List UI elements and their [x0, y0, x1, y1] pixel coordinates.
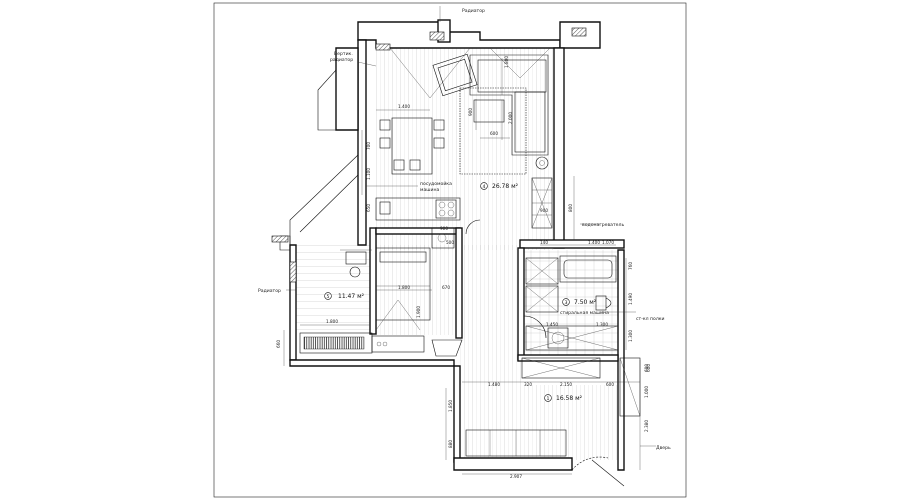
bathroom [523, 255, 619, 351]
label-door: Дверь [656, 445, 671, 451]
label-storage: ст-кл полки [636, 317, 665, 322]
dim-760: 760 [628, 262, 633, 270]
balcony-outline [279, 69, 359, 251]
dim-1450: 1.450 [546, 322, 558, 327]
dim-1490: 1.490 [628, 293, 633, 305]
dim-2150: 2.150 [560, 382, 572, 387]
dimension-lines [283, 6, 656, 475]
label-washing-machine: стиральная машина [560, 311, 609, 316]
dim-320: 320 [524, 382, 532, 387]
dim-140: 140 [540, 240, 548, 245]
dim-880: 880 [448, 440, 453, 448]
room-5-number: 5 [327, 294, 330, 300]
dim-2907: 2.907 [510, 474, 522, 479]
dim-1070: 1.070 [602, 240, 614, 245]
dim-1400-door: 1.400 [588, 240, 600, 245]
dim-table-depth: 900 [468, 108, 473, 116]
room-1-number: 1 [547, 396, 550, 402]
label-water-heater: водонагреватель [582, 223, 624, 228]
dim-900-c: 900 [540, 208, 548, 213]
room-4-number: 4 [483, 184, 486, 190]
dim-600-vertical: 600 [646, 364, 651, 372]
dim-sofa-length: 1.800 [504, 56, 509, 68]
drawing-frame [213, 2, 687, 498]
dim-dining-1100: 1.100 [366, 168, 371, 180]
dim-1300-right: 1.300 [628, 330, 633, 342]
room-1-area: 16.58 м² [556, 395, 583, 402]
label-vertical-radiator-2: радиатор [330, 58, 353, 63]
dim-dining-width: 1.400 [398, 104, 410, 109]
dim-600-bottom: 600 [606, 382, 614, 387]
dim-bed-width: 1.800 [398, 285, 410, 290]
dim-1850: 1.850 [448, 400, 453, 412]
label-dishwasher-1: посудомойка [420, 180, 452, 187]
dim-counter-650: 650 [366, 204, 371, 212]
dim-2380: 2.380 [644, 420, 649, 432]
room-markers [324, 182, 570, 402]
dim-1480: 1.480 [488, 382, 500, 387]
living-room [375, 27, 587, 235]
bedroom [271, 227, 463, 357]
room-4-area: 26.78 м² [492, 183, 519, 190]
room-3-number: 3 [565, 300, 568, 306]
dim-dining-700: 700 [366, 142, 371, 150]
dim-wardrobe-length: 1.800 [326, 319, 338, 324]
label-radiator-left: Радиатор [258, 288, 281, 294]
room-5-area: 11.47 м² [338, 293, 365, 300]
dim-1000: 1.000 [644, 386, 649, 398]
dim-660: 660 [276, 340, 281, 348]
dim-1300: 1.300 [596, 322, 608, 327]
dim-bed-length: 1.900 [416, 306, 421, 318]
label-dishwasher-2: машина [420, 188, 439, 193]
dim-500: 500 [446, 240, 454, 245]
label-vertical-radiator-1: Вертик. [334, 51, 353, 57]
dim-670: 670 [442, 285, 450, 290]
label-radiator-top: Радиатор [462, 8, 485, 14]
room-3-area: 7.50 м² [574, 299, 597, 306]
dim-rug-depth: 2.000 [508, 112, 513, 124]
dim-600-right: 600 [644, 364, 649, 372]
dim-900-b: 900 [440, 226, 448, 231]
dim-800: 800 [568, 204, 573, 212]
dim-table-width: 600 [490, 131, 498, 136]
